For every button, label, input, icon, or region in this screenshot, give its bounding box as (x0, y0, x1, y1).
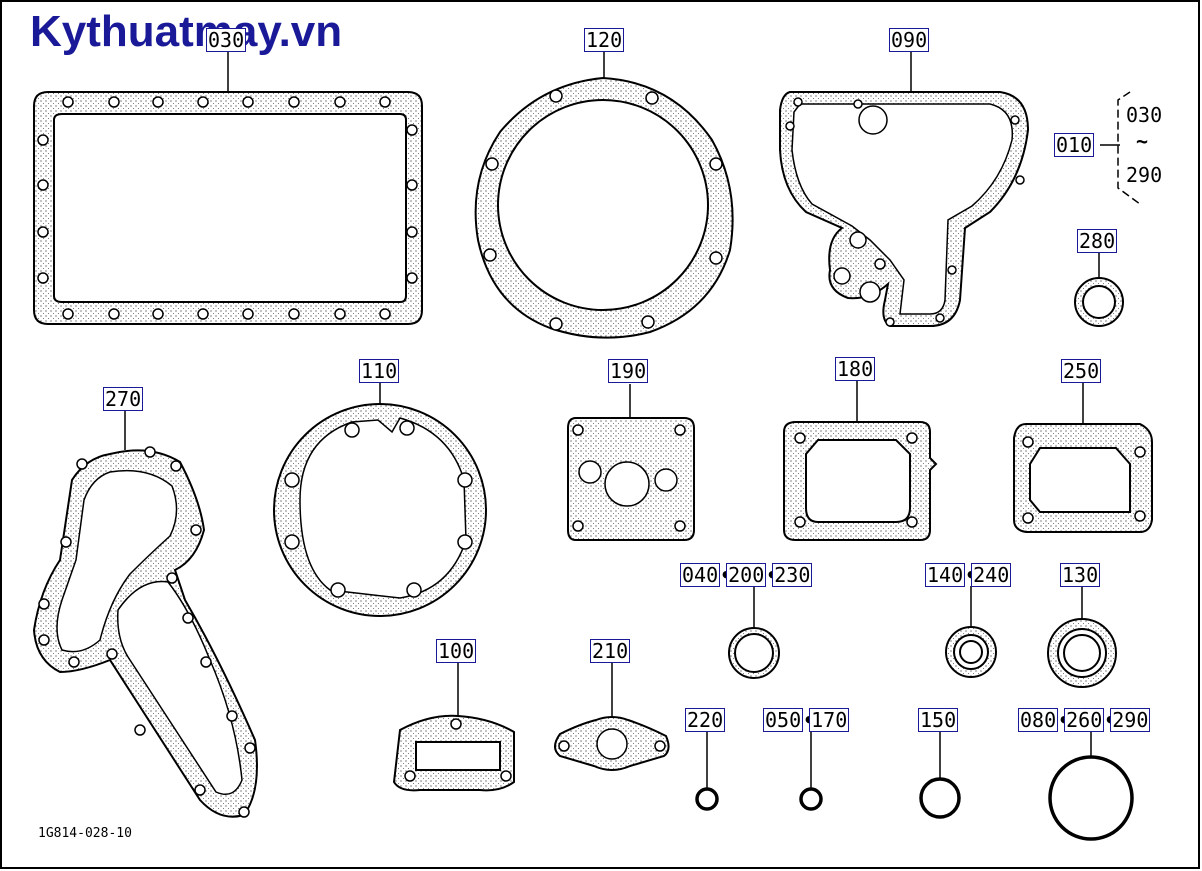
gasket-270 (32, 410, 258, 818)
o-ring-080 (1048, 730, 1134, 841)
part-number[interactable]: 100 (436, 639, 477, 663)
watermark: Kythuatmay.vn (30, 7, 343, 56)
part-number[interactable]: 090 (889, 28, 930, 52)
callout-080-260-290[interactable]: 080•260•290 (1018, 708, 1151, 732)
o-ring-150 (919, 730, 961, 819)
gasket-090 (779, 52, 1030, 327)
part-number[interactable]: 210 (590, 639, 631, 663)
part-number[interactable]: 220 (685, 708, 726, 732)
part-number[interactable]: 130 (1060, 563, 1101, 587)
gasket-100 (392, 662, 515, 792)
part-number[interactable]: 150 (918, 708, 959, 732)
o-ring-050 (799, 730, 823, 811)
seal-140 (945, 586, 997, 678)
callout-210[interactable]: 210 (590, 639, 631, 663)
range-from: 030 (1126, 103, 1163, 127)
part-number[interactable]: 270 (103, 387, 144, 411)
part-number[interactable]: 050 (763, 708, 804, 732)
gasket-250 (1013, 382, 1153, 533)
callout-140-240[interactable]: 140•240 (925, 563, 1012, 587)
callout-150[interactable]: 150 (918, 708, 959, 732)
callout-120[interactable]: 120 (584, 28, 625, 52)
gasket-190 (567, 384, 695, 541)
callout-030[interactable]: 030 (206, 28, 247, 52)
kit-010-bracket (1100, 91, 1141, 205)
part-number[interactable]: 280 (1077, 229, 1118, 253)
seal-040 (728, 586, 780, 679)
callout-190[interactable]: 190 (608, 359, 649, 383)
callout-040-200-230[interactable]: 040•200•230 (680, 563, 813, 587)
callout-180[interactable]: 180 (835, 357, 876, 381)
callout-130[interactable]: 130 (1060, 563, 1101, 587)
part-number[interactable]: 240 (971, 563, 1012, 587)
callout-250[interactable]: 250 (1061, 359, 1102, 383)
callout-050-170[interactable]: 050•170 (763, 708, 850, 732)
range-tilde: ~ (1136, 129, 1149, 153)
callout-010[interactable]: 010 (1054, 133, 1095, 157)
gasket-030 (33, 50, 423, 325)
callout-100[interactable]: 100 (436, 639, 477, 663)
range-to: 290 (1126, 163, 1163, 187)
part-number[interactable]: 290 (1110, 708, 1151, 732)
part-number[interactable]: 250 (1061, 359, 1102, 383)
gasket-210 (554, 662, 670, 771)
part-number[interactable]: 120 (584, 28, 625, 52)
part-number[interactable]: 010 (1054, 133, 1095, 157)
part-number[interactable]: 170 (809, 708, 850, 732)
part-number[interactable]: 040 (680, 563, 721, 587)
callout-280[interactable]: 280 (1077, 229, 1118, 253)
part-number[interactable]: 230 (772, 563, 813, 587)
gasket-180 (783, 380, 938, 541)
gasket-110 (273, 382, 487, 617)
callout-090[interactable]: 090 (889, 28, 930, 52)
callout-110[interactable]: 110 (359, 359, 400, 383)
part-number[interactable]: 030 (206, 28, 247, 52)
callout-220[interactable]: 220 (685, 708, 726, 732)
seal-280 (1074, 252, 1124, 327)
part-number[interactable]: 260 (1064, 708, 1105, 732)
part-number[interactable]: 200 (726, 563, 767, 587)
part-number[interactable]: 140 (925, 563, 966, 587)
drawing-number: 1G814-028-10 (38, 826, 132, 841)
part-number[interactable]: 080 (1018, 708, 1059, 732)
seal-130 (1047, 586, 1117, 688)
part-number[interactable]: 180 (835, 357, 876, 381)
part-number[interactable]: 190 (608, 359, 649, 383)
callout-270[interactable]: 270 (103, 387, 144, 411)
o-ring-220 (695, 730, 719, 811)
gasket-120 (474, 52, 734, 339)
part-number[interactable]: 110 (359, 359, 400, 383)
